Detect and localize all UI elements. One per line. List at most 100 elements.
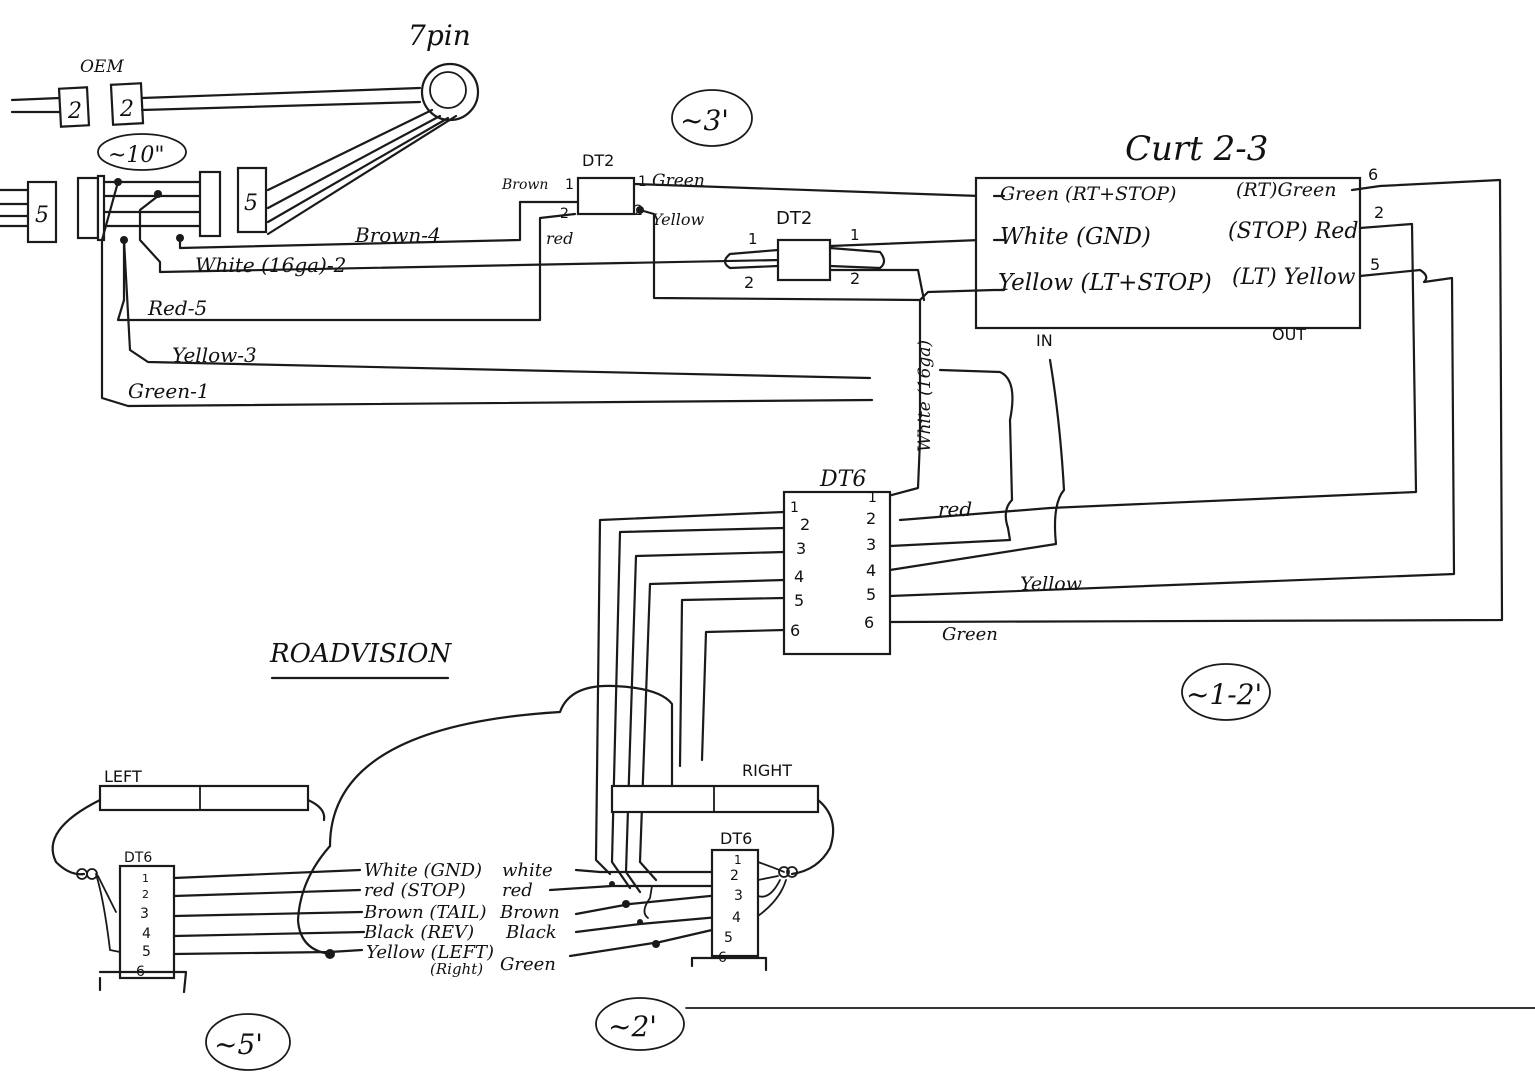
dt6-center-left-pin-4: 4	[794, 567, 804, 586]
curt-out-pin-6: 6	[1368, 165, 1378, 184]
legend-left-4: Black (REV)	[363, 922, 474, 943]
connector-left-five: 5	[35, 203, 49, 228]
curt-out-pin-2: 2	[1374, 203, 1384, 222]
note-10-inch: ~10"	[97, 133, 187, 171]
right-dt6-pin-4: 4	[732, 910, 741, 926]
dt2-top-pin1-right: 1	[638, 174, 647, 190]
right-dt6-pin-1: 1	[734, 853, 742, 867]
note-5-feet-text: ~5'	[214, 1028, 263, 1061]
legend-right-6: Green	[500, 954, 556, 975]
page-title: ROADVISION	[269, 639, 453, 669]
wire-red-label: Red-5	[147, 296, 207, 320]
legend-left-2: red (STOP)	[364, 880, 466, 901]
dt6-center-left-pin-5: 5	[794, 591, 804, 610]
left-dt6-pin-5: 5	[142, 944, 151, 960]
left-light-label: LEFT	[104, 767, 142, 786]
note-2-feet-text: ~2'	[608, 1010, 657, 1043]
dt6-center-left-pin-3: 3	[796, 539, 806, 558]
curt-out-label: OUT	[1272, 325, 1306, 344]
legend-left-6: (Right)	[430, 960, 483, 978]
note-3-feet: ~3'	[671, 89, 753, 147]
dt2-top-pin1-left: 1	[565, 177, 574, 193]
right-light: RIGHT DT6 1 2 3 4 5 6	[610, 761, 835, 972]
harness-connector-left: 5 5	[0, 166, 268, 244]
oem-connector: OEM 2 2	[10, 57, 422, 128]
curt-out-row-1: (RT)Green	[1236, 179, 1336, 201]
legend-right-4: Black	[505, 922, 557, 943]
dt6-center-right-pin-6: 6	[864, 613, 874, 632]
dt2-mid-pin2-left: 2	[744, 273, 754, 292]
dt6-center-left-pin-6: 6	[790, 621, 800, 640]
curt-converter: Curt 2-3 Green (RT+STOP) White (GND) Yel…	[888, 129, 1504, 624]
curt-in-row-3: Yellow (LT+STOP)	[998, 270, 1212, 296]
right-dt6-pin-2: 2	[730, 868, 739, 884]
curt-out-row-2: (STOP) Red	[1228, 219, 1358, 244]
dt2-mid-pin1-right: 1	[850, 226, 860, 244]
seven-pin-plug: 7pin	[266, 19, 480, 236]
dt6-center-left-pin-1: 1	[790, 500, 799, 516]
left-dt6-pin-2: 2	[142, 888, 149, 901]
left-dt6-title: DT6	[124, 850, 152, 866]
wire-brown-label: Brown-4	[354, 223, 441, 247]
legend-left-1: White (GND)	[364, 860, 482, 881]
curt-in-row-2: White (GND)	[1000, 224, 1151, 250]
connector-right-five: 5	[244, 191, 258, 216]
dt6-center-connector: DT6 1 2 3 4 5 6 1 2 3 4 5 6 red Yellow G…	[782, 467, 1082, 656]
note-2-feet: ~2'	[595, 997, 685, 1051]
curt-out-row-3: (LT) Yellow	[1232, 265, 1356, 290]
oem-label: OEM	[80, 57, 124, 77]
legend-right-3: Brown	[499, 902, 560, 923]
right-dt6-pin-3: 3	[734, 888, 743, 904]
curt-out-pin-5: 5	[1370, 255, 1380, 274]
wire-yellow-label: Yellow-3	[172, 343, 257, 367]
left-light: LEFT DT6 1 2 3 4 5 6	[51, 767, 326, 994]
dt2-mid-title: DT2	[776, 208, 812, 229]
note-5-feet: ~5'	[205, 1013, 291, 1071]
dt6-center-title: DT6	[819, 467, 866, 492]
left-dt6-pin-4: 4	[142, 926, 151, 942]
left-dt6-pin-3: 3	[140, 906, 149, 922]
dt2-mid-pin1-left: 1	[748, 230, 758, 248]
wire-white-label: White (16ga)-2	[195, 253, 346, 277]
dt6-center-right-pin-5: 5	[866, 585, 876, 604]
legend-right-2: red	[502, 880, 533, 901]
dt2-top-brown-label: Brown	[501, 177, 548, 193]
oem-right-number: 2	[119, 97, 134, 122]
wire-color-legend: White (GND) red (STOP) Brown (TAIL) Blac…	[363, 860, 560, 978]
dt6-center-green-label: Green	[942, 624, 998, 645]
harness-wires: Brown-4 White (16ga)-2 Red-5 Yellow-3 Gr…	[100, 180, 874, 408]
note-1-2-feet: ~1-2'	[1181, 663, 1271, 721]
left-dt6-pin-1: 1	[142, 872, 149, 885]
right-dt6-pin-5: 5	[724, 930, 733, 946]
dt2-top-red-label: red	[546, 229, 573, 248]
dt2-mid-connector: DT2 1 1 2 2	[723, 208, 982, 302]
legend-right-1: white	[502, 860, 553, 881]
legend-left-5: Yellow (LEFT)	[366, 942, 494, 963]
dt6-center-right-pin-3: 3	[866, 535, 876, 554]
legend-left-3: Brown (TAIL)	[363, 902, 487, 923]
wire-green-label: Green-1	[128, 379, 210, 403]
dt2-top-title: DT2	[582, 151, 614, 170]
dt2-mid-pin2-right: 2	[850, 269, 860, 288]
dt6-center-right-pin-2: 2	[866, 509, 876, 528]
dt6-center-yellow-label: Yellow	[1020, 573, 1082, 595]
oem-left-number: 2	[67, 99, 82, 124]
seven-pin-label: 7pin	[408, 19, 471, 52]
dt6-center-red-label: red	[938, 497, 972, 521]
left-dt6-wires	[172, 844, 366, 959]
dt6-center-right-pin-4: 4	[866, 561, 876, 580]
note-10-inch-text: ~10"	[108, 143, 165, 168]
note-1-2-feet-text: ~1-2'	[1186, 678, 1262, 711]
right-light-label: RIGHT	[742, 761, 792, 780]
dt6-center-right-pin-1: 1	[868, 490, 877, 506]
note-3-feet-text: ~3'	[680, 104, 729, 137]
right-dt6-title: DT6	[720, 829, 752, 848]
curt-title: Curt 2-3	[1125, 129, 1268, 169]
curt-in-row-1: Green (RT+STOP)	[1000, 183, 1176, 205]
dt2-top-yellow-label: Yellow	[652, 210, 705, 229]
curt-in-label: IN	[1036, 331, 1053, 350]
dt2-top-pin2-left: 2	[560, 206, 569, 222]
white-16ga-label: White (16ga)	[915, 340, 935, 452]
right-dt6-wires	[548, 868, 732, 958]
